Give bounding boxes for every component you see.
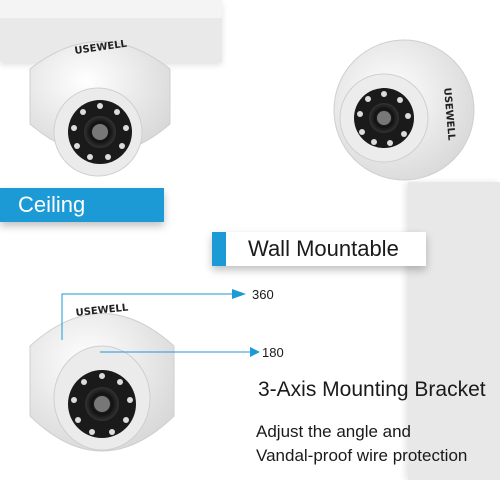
ceiling-label: Ceiling <box>0 188 164 222</box>
feature-line-2: Vandal-proof wire protection <box>256 446 468 465</box>
wall-label: Wall Mountable <box>212 232 426 266</box>
brand-logo-wall: USEWELL <box>441 87 457 141</box>
wall-dome-camera: USEWELL <box>333 39 475 181</box>
feature-title: 3-Axis Mounting Bracket <box>258 378 486 401</box>
pan-degrees: 360 <box>252 287 274 302</box>
tilt-arrow-icon <box>250 347 260 357</box>
ceiling-label-text: Ceiling <box>18 192 86 217</box>
tilt-degrees: 180 <box>262 345 284 360</box>
wall-mount-surface <box>408 182 500 480</box>
rotation-indicators <box>61 289 260 357</box>
wall-label-text: Wall Mountable <box>248 236 399 261</box>
ceiling-dome-camera: USEWELL <box>29 39 171 177</box>
feature-line-1: Adjust the angle and <box>256 422 412 441</box>
bracket-dome-camera: USEWELL <box>29 302 175 452</box>
pan-arrow-icon <box>232 289 246 299</box>
